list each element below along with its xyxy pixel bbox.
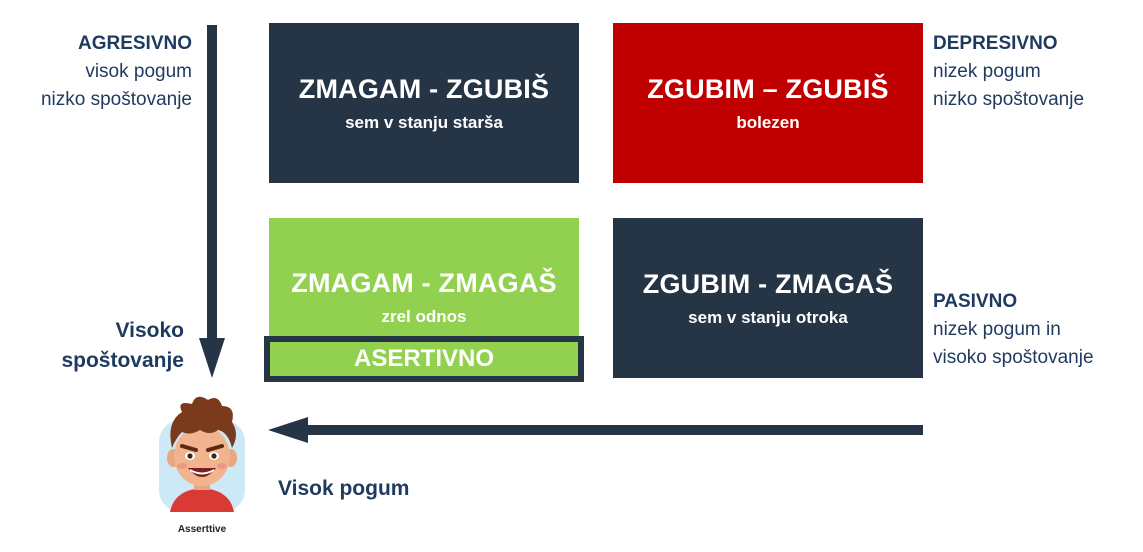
quadrant-lose-lose-subtitle: bolezen <box>736 112 800 132</box>
quadrant-lose-win-title: ZGUBIM - ZMAGAŠ <box>642 268 894 299</box>
quadrant-win-lose-subtitle: sem v stanju starša <box>345 112 503 132</box>
avatar-caption: Asserttive <box>177 524 227 535</box>
passive-label: PASIVNO nizek pogum in visoko spoštovanj… <box>933 288 1138 372</box>
aggressive-line2: nizko spoštovanje <box>40 89 192 110</box>
depressive-line1: nizek pogum <box>933 61 1041 82</box>
smiling-boy-avatar-icon <box>159 396 245 512</box>
aggressive-line1: visok pogum <box>85 61 192 82</box>
quadrant-lose-lose-title: ZGUBIM – ZGUBIŠ <box>647 73 889 104</box>
vertical-axis-line1: Visoko <box>115 319 184 342</box>
quadrant-win-win-title: ZMAGAM - ZMAGAŠ <box>291 268 557 298</box>
quadrant-win-win-subtitle: zrel odnos <box>381 307 467 326</box>
quadrant-win-lose-title: ZMAGAM - ZGUBIŠ <box>298 73 550 104</box>
quadrant-lose-win: ZGUBIM - ZMAGAŠ sem v stanju otroka <box>613 218 923 378</box>
quadrant-win-lose: ZMAGAM - ZGUBIŠ sem v stanju starša <box>269 23 579 183</box>
depressive-title: DEPRESIVNO <box>933 33 1058 54</box>
assertive-badge-label: ASERTIVNO <box>270 342 578 376</box>
horizontal-arrow <box>268 417 923 443</box>
avatar: Asserttive <box>156 392 248 540</box>
aggressive-title: AGRESIVNO <box>77 33 192 54</box>
depressive-line2: nizko spoštovanje <box>933 89 1085 110</box>
vertical-arrow <box>199 25 225 378</box>
vertical-axis-label: Visoko spoštovanje <box>40 316 184 376</box>
vertical-axis-line2: spoštovanje <box>61 349 184 372</box>
passive-line1: nizek pogum in <box>933 319 1061 340</box>
passive-line2: visoko spoštovanje <box>933 347 1094 368</box>
depressive-label: DEPRESIVNO nizek pogum nizko spoštovanje <box>933 30 1133 114</box>
quadrant-lose-win-subtitle: sem v stanju otroka <box>688 307 848 327</box>
quadrant-lose-lose: ZGUBIM – ZGUBIŠ bolezen <box>613 23 923 183</box>
horizontal-axis-label: Visok pogum <box>278 477 410 500</box>
aggressive-label: AGRESIVNO visok pogum nizko spoštovanje <box>20 30 192 114</box>
assertive-badge: ASERTIVNO <box>264 336 584 382</box>
passive-title: PASIVNO <box>933 291 1018 312</box>
